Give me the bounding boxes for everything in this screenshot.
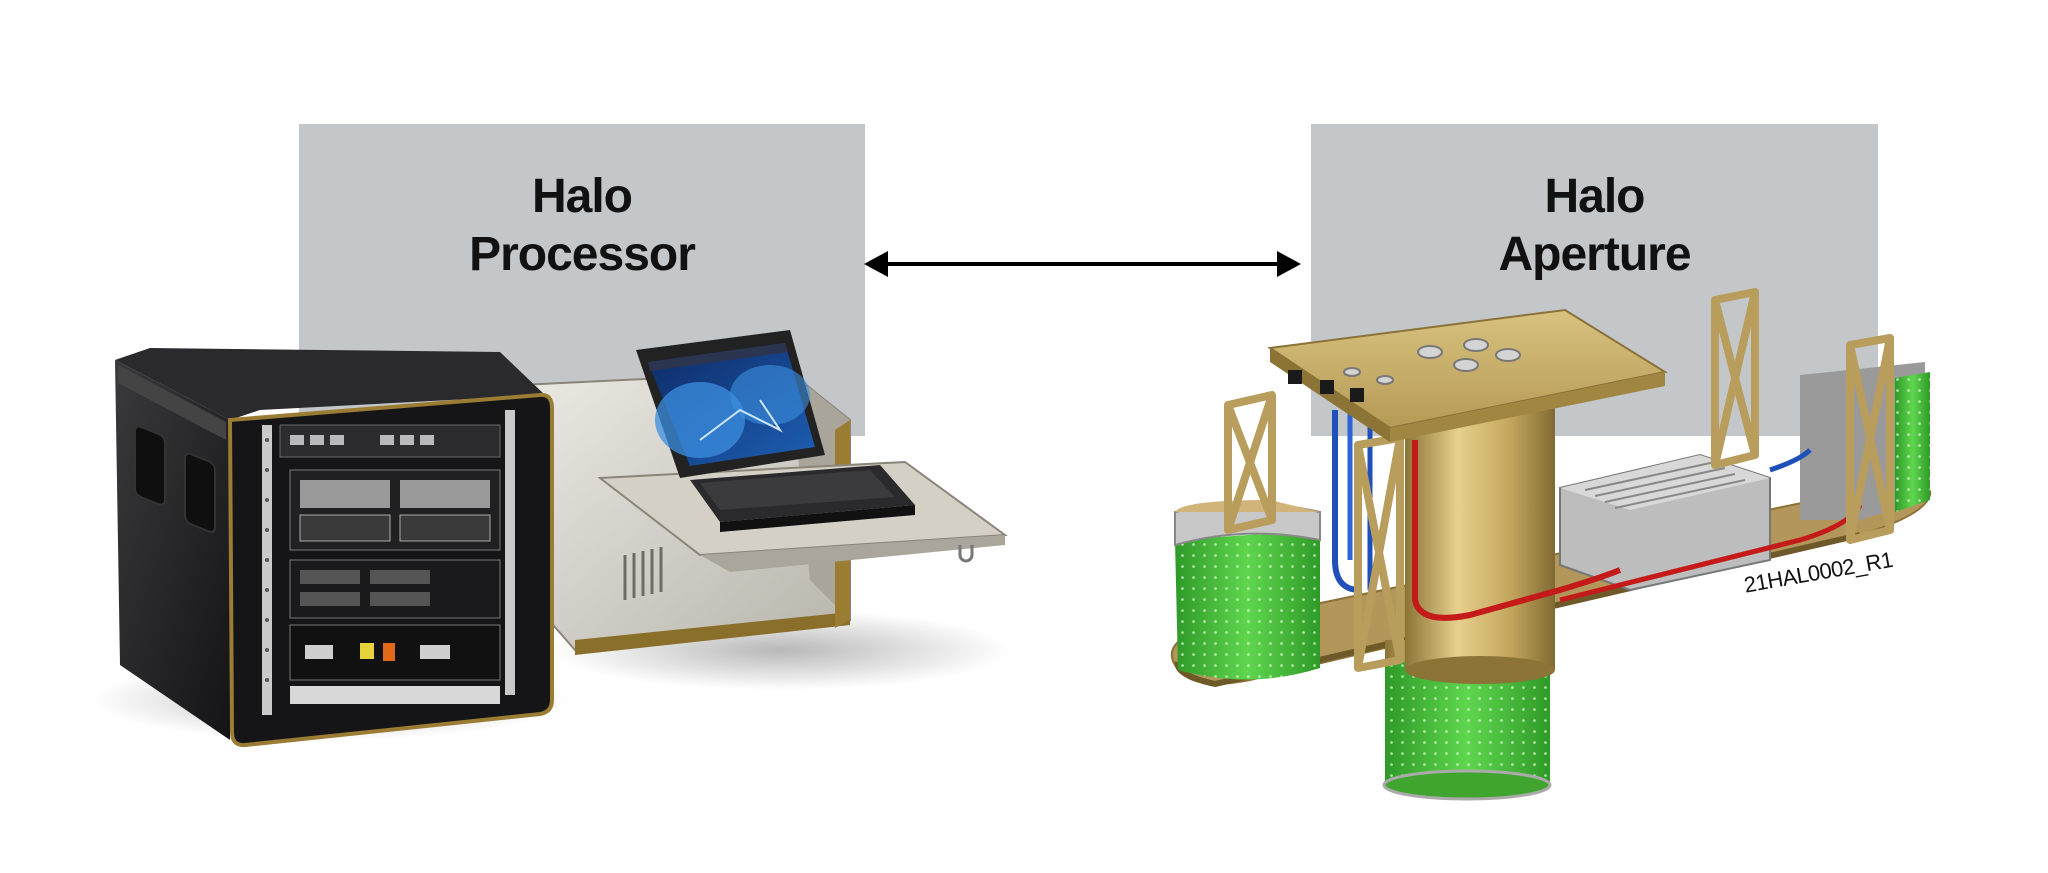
aperture-array-illustration: [1170, 288, 1932, 801]
laptop-console-illustration: [518, 330, 1008, 655]
aperture-title-line1: Halo: [1544, 170, 1645, 223]
processor-title-line2: Processor: [469, 228, 696, 281]
rack-server-illustration: [115, 348, 554, 748]
aperture-title-line2: Aperture: [1498, 228, 1691, 281]
processor-title-line1: Halo: [531, 170, 633, 223]
double-headed-arrow-icon: [864, 251, 1301, 277]
aperture-title: Halo Aperture: [1311, 168, 1878, 284]
processor-title: Halo Processor: [299, 168, 865, 284]
